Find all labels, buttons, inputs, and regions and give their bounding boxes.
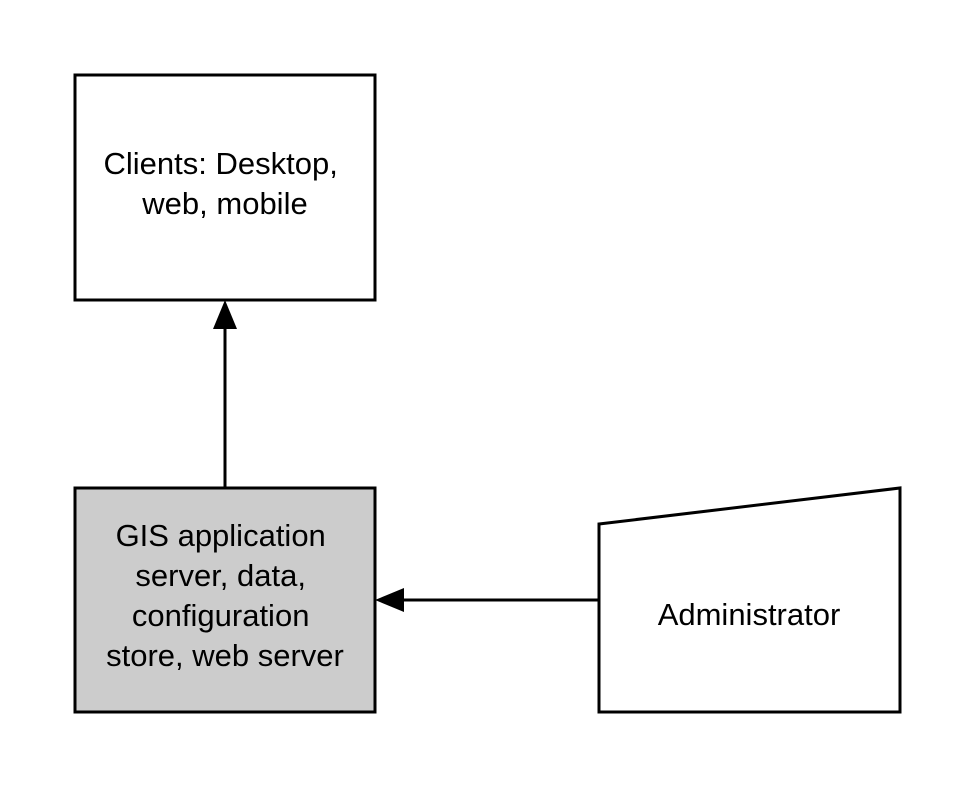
server-label-line-4: store, web server: [106, 638, 344, 673]
server-label-line-1: GIS application: [116, 518, 326, 553]
clients-label: Clients: Desktop, web, mobile: [104, 146, 347, 221]
clients-node: Clients: Desktop, web, mobile: [73, 73, 377, 302]
edge-server-to-clients: [213, 300, 237, 488]
administrator-label-line-1: Administrator: [658, 597, 841, 632]
server-label-line-3: configuration: [132, 598, 310, 633]
server-label: GIS application server, data, configurat…: [106, 518, 344, 673]
server-label-line-2: server, data,: [135, 558, 306, 593]
clients-label-line-1: Clients: Desktop,: [104, 146, 338, 181]
server-node: GIS application server, data, configurat…: [73, 486, 377, 714]
clients-label-line-2: web, mobile: [141, 186, 307, 221]
administrator-label: Administrator: [658, 597, 841, 632]
arrowhead-up-icon: [213, 300, 237, 329]
edge-administrator-to-server: [375, 588, 599, 612]
administrator-node: Administrator: [597, 486, 902, 714]
arrowhead-left-icon: [375, 588, 404, 612]
clients-box: [73, 73, 377, 302]
administrator-shape: [597, 486, 902, 714]
